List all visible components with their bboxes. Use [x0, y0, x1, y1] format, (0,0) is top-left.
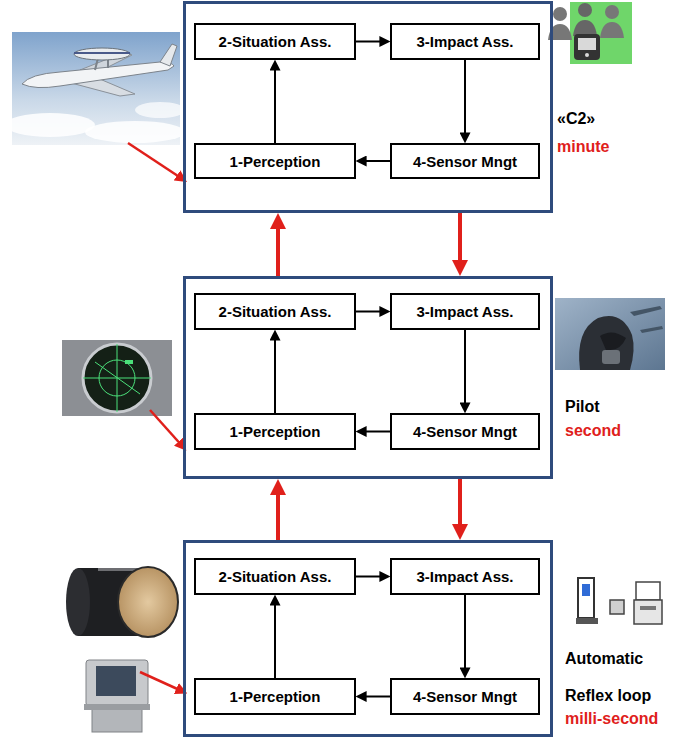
box-label: 2-Situation Ass.: [219, 303, 332, 320]
box-label: 4-Sensor Mngt: [413, 153, 517, 170]
flow-arrow: [464, 330, 466, 409]
level-arrow: [276, 487, 280, 540]
command-icon: [548, 2, 632, 64]
box-label: 1-Perception: [230, 423, 321, 440]
box-label: 4-Sensor Mngt: [413, 423, 517, 440]
process-box: 3-Impact Ass.: [390, 558, 540, 595]
box-label: 3-Impact Ass.: [417, 303, 514, 320]
flow-arrow: [360, 431, 390, 433]
level-arrow: [458, 213, 462, 268]
box-label: 3-Impact Ass.: [417, 568, 514, 585]
process-box: 1-Perception: [194, 143, 356, 179]
flow-arrow: [356, 576, 386, 578]
box-label: 3-Impact Ass.: [417, 33, 514, 50]
process-box: 4-Sensor Mngt: [390, 413, 540, 450]
radar-scope: [62, 340, 172, 416]
loop-frame: AutomaticReflex loopmilli-second2-Situat…: [183, 540, 553, 737]
process-box: 4-Sensor Mngt: [390, 678, 540, 715]
loop-frame: «C2»minute2-Situation Ass.3-Impact Ass.1…: [183, 1, 553, 213]
flow-arrow: [274, 334, 276, 413]
level-label: «C2»: [557, 110, 595, 128]
level-label: Pilot: [565, 398, 600, 416]
flow-arrow: [274, 64, 276, 143]
level-label: Automatic: [565, 650, 643, 668]
flow-arrow: [356, 41, 386, 43]
level-arrow: [276, 221, 280, 276]
level-label: minute: [557, 138, 609, 156]
flow-arrow: [464, 60, 466, 139]
process-box: 2-Situation Ass.: [194, 23, 356, 60]
flow-arrow: [274, 599, 276, 678]
level-arrow: [458, 479, 462, 532]
process-box: 2-Situation Ass.: [194, 293, 356, 330]
input-arrow: [128, 143, 184, 180]
antenna-photo: [66, 567, 178, 637]
box-label: 1-Perception: [230, 688, 321, 705]
process-box: 1-Perception: [194, 678, 356, 715]
pilot-photo: [555, 298, 665, 370]
level-label: Reflex loop: [565, 687, 651, 705]
process-box: 3-Impact Ass.: [390, 23, 540, 60]
flow-arrow: [464, 595, 466, 674]
box-label: 1-Perception: [230, 153, 321, 170]
process-box: 2-Situation Ass.: [194, 558, 356, 595]
process-box: 4-Sensor Mngt: [390, 143, 540, 179]
level-label: second: [565, 422, 621, 440]
flow-arrow: [356, 311, 386, 313]
process-box: 3-Impact Ass.: [390, 293, 540, 330]
level-label: milli-second: [565, 710, 658, 728]
box-label: 2-Situation Ass.: [219, 568, 332, 585]
loop-frame: Pilotsecond2-Situation Ass.3-Impact Ass.…: [183, 276, 553, 479]
box-label: 4-Sensor Mngt: [413, 688, 517, 705]
computer-icon: [576, 578, 662, 624]
process-box: 1-Perception: [194, 413, 356, 450]
flow-arrow: [360, 160, 390, 162]
box-label: 2-Situation Ass.: [219, 33, 332, 50]
input-arrow: [150, 410, 184, 448]
aircraft-photo: [5, 32, 185, 145]
input-arrow: [140, 672, 184, 692]
flow-arrow: [360, 696, 390, 698]
console-photo: [84, 660, 150, 732]
